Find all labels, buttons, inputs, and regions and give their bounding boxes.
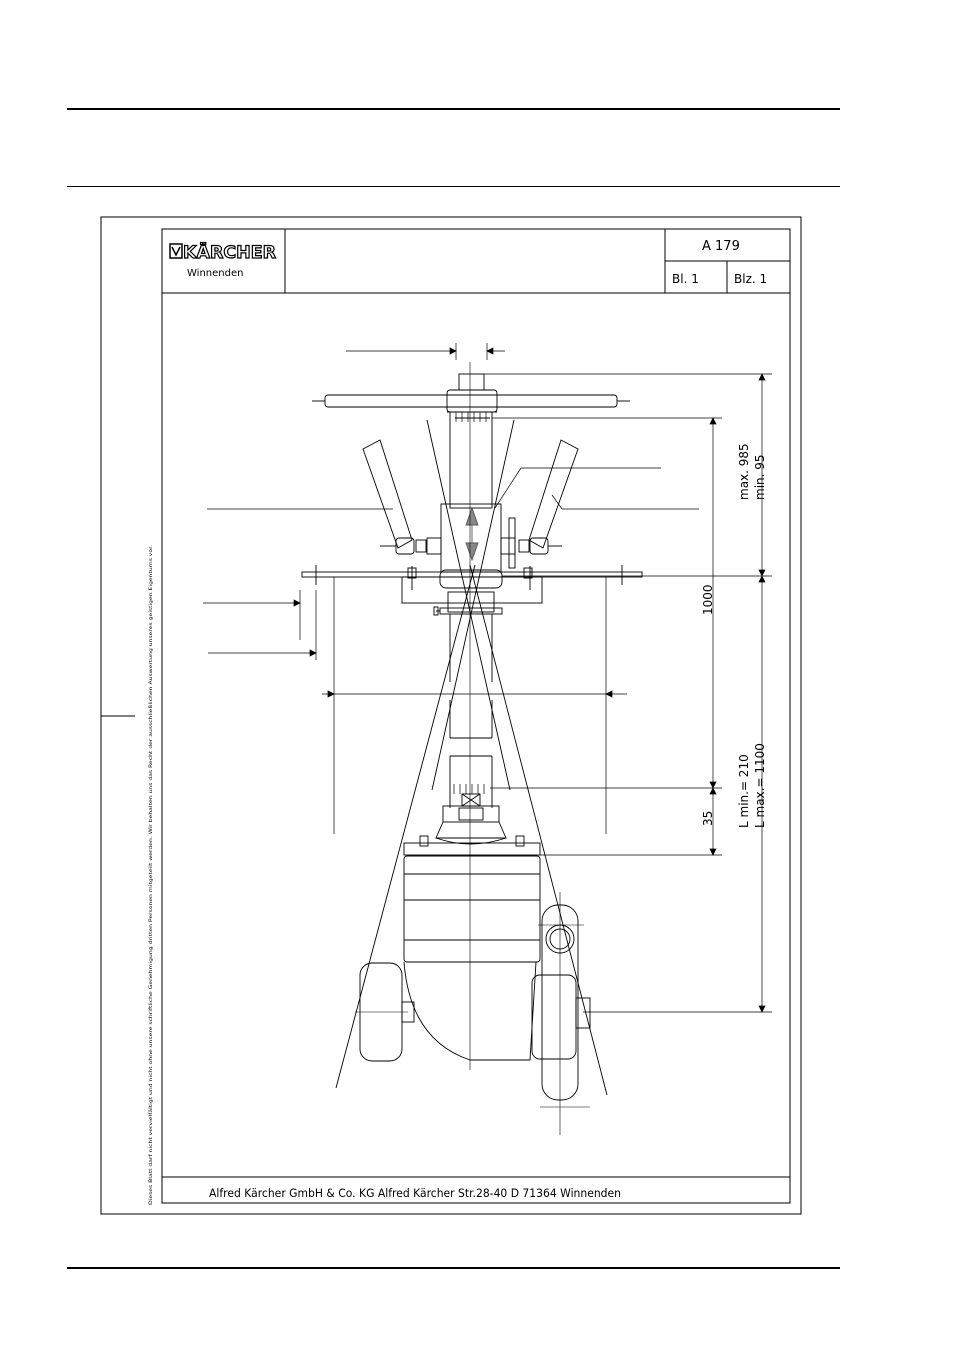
dim-height-max: max. 985 xyxy=(737,443,751,500)
company-location: Winnenden xyxy=(187,268,243,279)
margin-notice: Dieses Blatt darf nicht vervielfältigt u… xyxy=(148,545,154,1205)
dimension-lines xyxy=(203,343,772,1013)
logo-text: KÄRCHER xyxy=(183,241,276,263)
kaercher-logo: KÄRCHER xyxy=(169,240,277,264)
header-rule-top xyxy=(67,108,840,110)
dim-l-max: L max.= 1100 xyxy=(753,743,767,828)
dim-offset: 35 xyxy=(701,811,715,826)
sheet-outer-frame xyxy=(100,216,802,1215)
footer-address: Alfred Kärcher GmbH & Co. KG Alfred Kärc… xyxy=(209,1186,621,1200)
footer-rule xyxy=(67,1267,840,1269)
sheet-inner-frame xyxy=(161,228,791,1204)
sheet-number: Bl. 1 xyxy=(672,272,699,286)
dim-length: 1000 xyxy=(701,584,715,615)
dim-l-min: L min.= 210 xyxy=(737,754,751,828)
header-rule-bottom xyxy=(67,186,840,187)
drawing-number: A 179 xyxy=(702,239,740,254)
title-block xyxy=(162,229,790,294)
dim-height-min: min. 95 xyxy=(753,454,767,500)
machine-drawing xyxy=(301,362,643,1135)
sheet-count: Blz. 1 xyxy=(734,272,767,286)
